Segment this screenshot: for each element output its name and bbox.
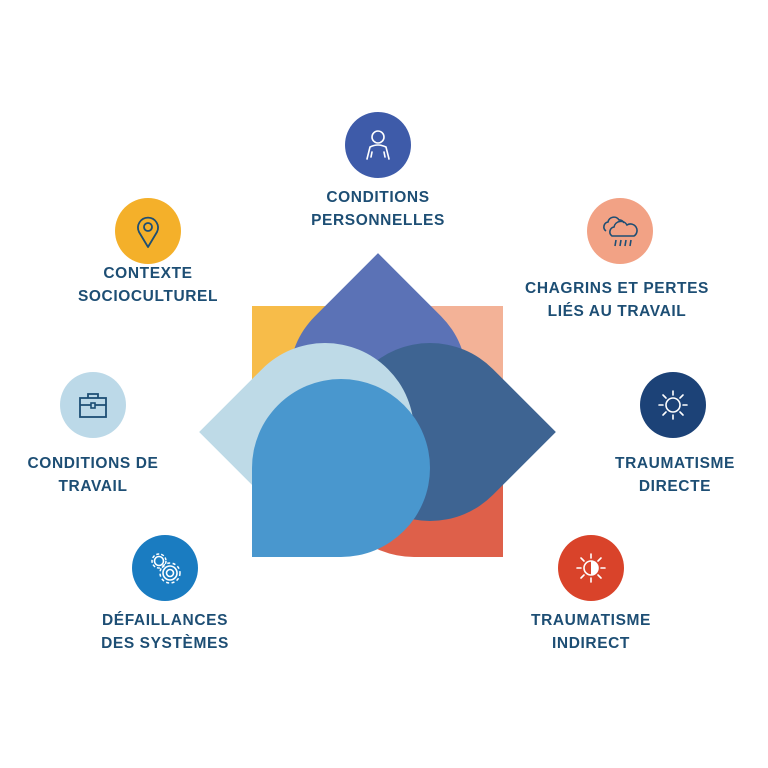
label-conditions-travail: CONDITIONS DE TRAVAIL [0,452,213,498]
label-line: DÉFAILLANCES [101,612,229,629]
label-traumatisme-directe: TRAUMATISME DIRECTE [555,452,768,498]
label-line: TRAUMATISME [531,612,651,629]
half-sun-icon [558,535,624,601]
label-line: LIÉS AU TRAVAIL [547,303,687,320]
rain-cloud-icon [587,198,653,264]
sun-icon [640,372,706,438]
label-line: CHAGRINS ET PERTES [525,280,709,297]
label-line: CONDITIONS DE [27,455,159,472]
map-pin-icon [115,198,181,264]
label-line: TRAVAIL [58,478,128,495]
person-icon [345,112,411,178]
label-line: DIRECTE [638,478,712,495]
briefcase-icon [60,372,126,438]
label-chagrins-pertes: CHAGRINS ET PERTES LIÉS AU TRAVAIL [497,277,737,323]
label-line: CONDITIONS [326,189,430,206]
label-line: PERSONNELLES [311,212,445,229]
label-line: DES SYSTÈMES [101,635,229,652]
label-line: SOCIOCULTUREL [77,288,219,305]
label-traumatisme-indirect: TRAUMATISME INDIRECT [471,609,711,655]
gears-icon [132,535,198,601]
label-defaillances-systemes: DÉFAILLANCES DES SYSTÈMES [45,609,285,655]
label-contexte-socioculturel: CONTEXTE SOCIOCULTUREL [28,262,268,308]
label-line: CONTEXTE [103,265,193,282]
label-line: INDIRECT [552,635,630,652]
label-conditions-personnelles: CONDITIONS PERSONNELLES [258,186,498,232]
label-line: TRAUMATISME [615,455,735,472]
shape-defaillances [252,379,430,557]
